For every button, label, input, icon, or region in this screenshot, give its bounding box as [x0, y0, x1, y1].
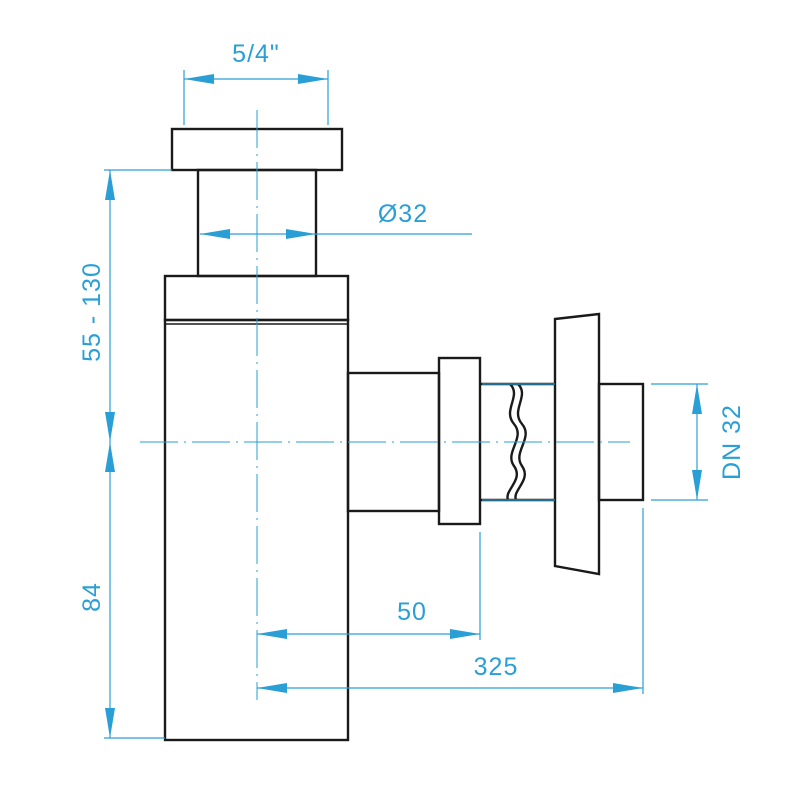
outlet-offset-label: 50	[397, 598, 427, 626]
lower-height-label: 84	[78, 582, 106, 612]
wall-rosette	[553, 312, 601, 576]
dim-thread-size: 5/4"	[183, 40, 329, 125]
pipe-break-line-1	[506, 383, 519, 501]
center-lines	[140, 110, 630, 700]
dim-outlet-nominal: DN 32	[482, 383, 746, 501]
outlet-nut	[437, 356, 482, 526]
outlet-nominal-label: DN 32	[718, 404, 746, 480]
wall-tube	[597, 382, 645, 502]
dim-lower-height: 84	[78, 442, 165, 739]
outlet-length-label: 325	[474, 653, 519, 681]
dim-inlet-diameter: Ø32	[200, 200, 472, 239]
dim-outlet-offset: 50	[257, 532, 481, 640]
height-range-label: 55 - 130	[78, 262, 106, 362]
pipe-break-line-2	[514, 383, 527, 501]
dim-height-range: 55 - 130	[78, 169, 172, 442]
dim-outlet-length: 325	[257, 508, 644, 694]
thread-size-label: 5/4"	[232, 40, 280, 68]
inlet-diameter-label: Ø32	[378, 200, 428, 228]
